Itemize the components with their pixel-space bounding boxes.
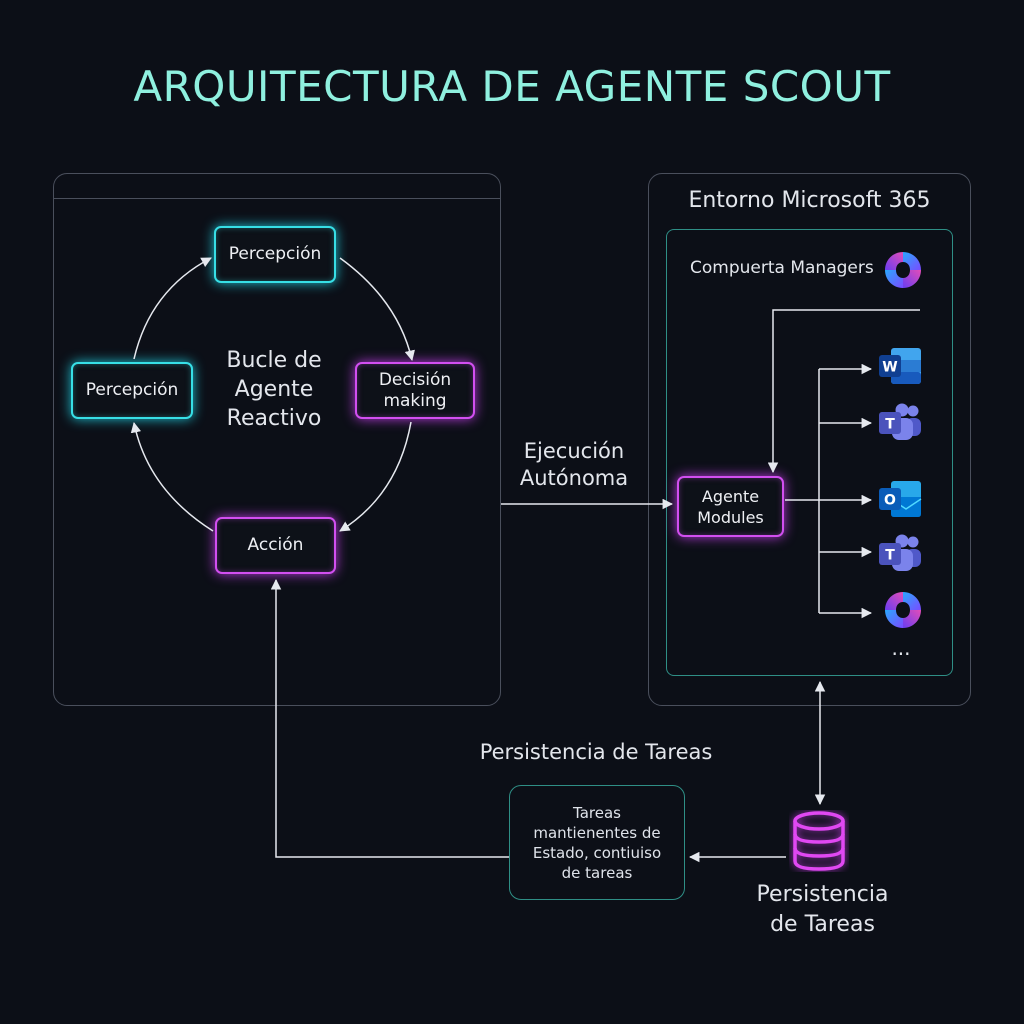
node-label-line: Agente (701, 486, 760, 506)
svg-text:O: O (884, 493, 896, 509)
diagram-title: ARQUITECTURA DE AGENTE SCOUT (133, 62, 891, 111)
node-label-line: making (383, 390, 447, 411)
loop-center-label: Bucle de Agente Reactivo (200, 346, 348, 433)
database-label: Persistencia de Tareas (740, 880, 905, 940)
teams-icon: T (879, 403, 921, 440)
database-label-line: Persistencia (756, 882, 889, 907)
reactive-loop-panel (53, 173, 501, 706)
tasks-to-accion (270, 578, 509, 858)
tasks-box-line: Tareas (573, 803, 621, 822)
node-label: Percepción (228, 244, 322, 264)
more-apps-ellipsis: ... (891, 636, 911, 660)
copilot-icon (885, 592, 921, 628)
execution-label-line: Ejecución (523, 439, 625, 463)
database-label-line: de Tareas (770, 912, 875, 937)
tasks-box-line: mantienentes de (533, 823, 661, 842)
environment-title: Entorno Microsoft 365 (688, 188, 931, 213)
tasks-state-box: Tareas mantienentes de Estado, contiuiso… (509, 785, 685, 900)
m365-environment-panel (648, 173, 971, 706)
tasks-box-line: de tareas (561, 863, 633, 882)
node-decision-making: Decisión making (355, 362, 475, 419)
svg-text:T: T (885, 417, 895, 433)
arc-left-to-top (133, 257, 212, 360)
execution-label: Ejecución Autónoma (506, 438, 642, 492)
gate-to-agent (767, 309, 920, 474)
tasks-box-line: Estado, contiuiso (532, 843, 662, 862)
node-agente-modules: Agente Modules (677, 476, 784, 537)
arc-top-to-decision (339, 257, 415, 362)
persistence-heading: Persistencia de Tareas (479, 740, 713, 764)
outlook-icon: O (879, 481, 922, 517)
loop-center-line: Bucle de (226, 348, 322, 373)
node-percepcion-left: Percepción (71, 362, 193, 419)
teams-icon: T (879, 534, 921, 571)
node-label: Acción (247, 535, 304, 555)
node-label-line: Decisión (378, 369, 452, 390)
database-icon (793, 811, 845, 871)
loop-center-line: Reactivo (226, 406, 322, 431)
node-accion: Acción (215, 517, 336, 574)
svg-text:W: W (882, 360, 897, 376)
node-percepcion-top: Percepción (214, 226, 336, 283)
execution-label-line: Autónoma (519, 466, 629, 490)
environment-inner-frame (666, 229, 953, 676)
arc-decision-to-accion (339, 421, 412, 532)
loop-center-line: Agente (234, 377, 314, 402)
gate-label: Compuerta Managers (690, 258, 874, 278)
arc-accion-to-left (130, 421, 214, 532)
node-label: Percepción (85, 380, 179, 400)
node-label-line: Modules (697, 507, 764, 527)
svg-text:T: T (885, 548, 895, 564)
copilot-icon (885, 252, 921, 288)
word-icon: W (879, 348, 921, 384)
panel-header-divider (54, 198, 500, 199)
